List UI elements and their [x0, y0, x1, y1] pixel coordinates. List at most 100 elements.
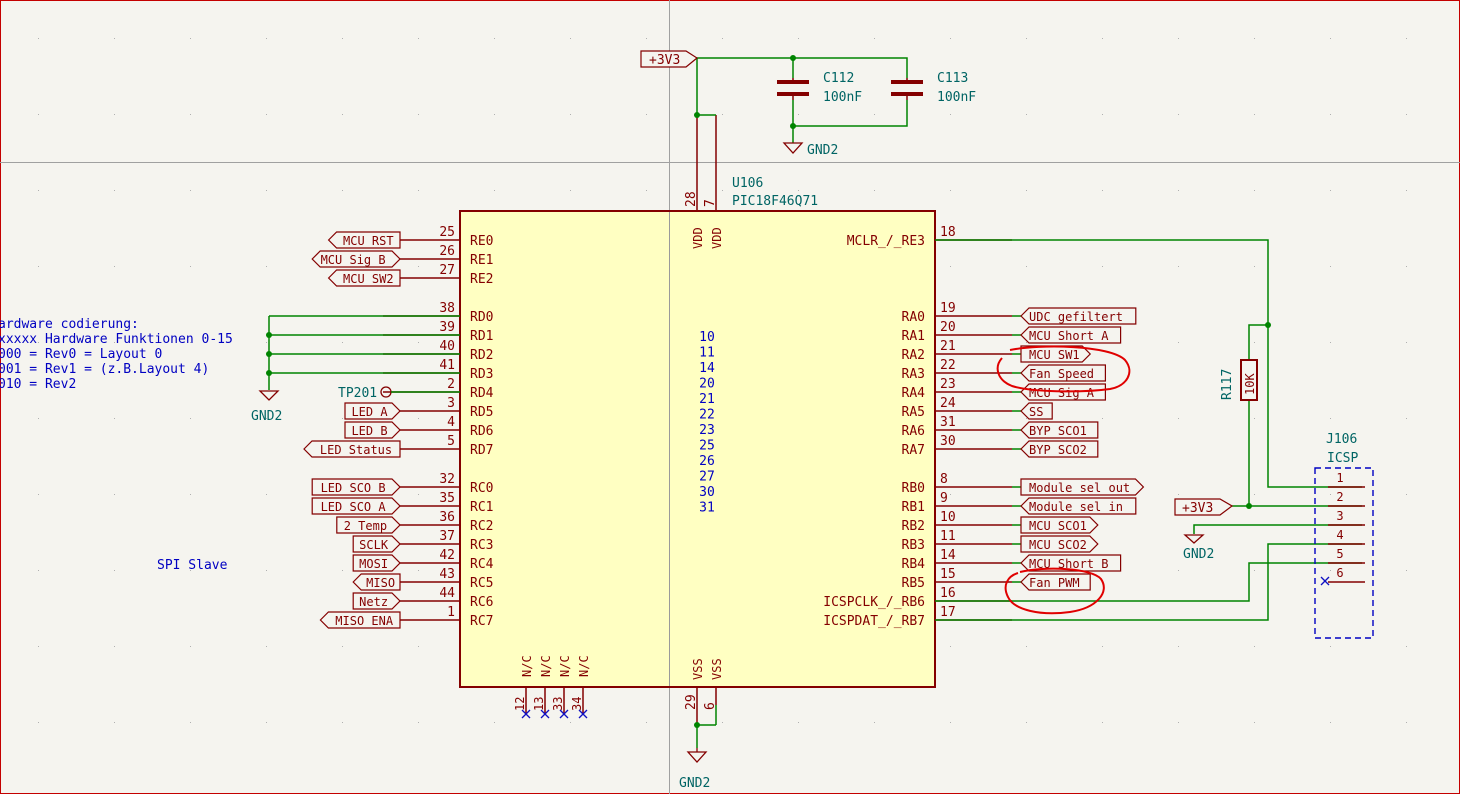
nc-pin[interactable]: N/C34 [570, 655, 591, 719]
power-label-top[interactable]: +3V3 [640, 50, 699, 68]
grid-dot [1026, 190, 1027, 191]
left-pin-name: RD0 [470, 310, 493, 325]
left-pin-name: RD5 [470, 405, 493, 420]
global-label-shape [311, 250, 401, 268]
grid-dot [646, 114, 647, 115]
global-label-text: LED SCO A [321, 500, 387, 514]
global-label-shape [1020, 478, 1145, 496]
global-label-shape [1020, 535, 1099, 553]
global-label-text: LED A [351, 405, 388, 419]
gnd-symbol-bottom[interactable]: GND2 [679, 748, 710, 791]
right-pin-number: 14 [940, 548, 956, 563]
grid-dot [1254, 722, 1255, 723]
grid-dot [190, 570, 191, 571]
grid-dot [570, 38, 571, 39]
nc-pin[interactable]: N/C 13 [532, 655, 553, 719]
grid-dot [1330, 494, 1331, 495]
nc-pin[interactable]: N/C33 [551, 655, 572, 719]
grid-dot [1178, 646, 1179, 647]
capacitor-c112[interactable]: C112 100nF [777, 71, 862, 105]
connector-pin-number: 6 [1336, 566, 1343, 580]
grid-dot [38, 190, 39, 191]
gnd-symbol-rd[interactable]: GND2 [251, 390, 282, 424]
center-number: 22 [699, 408, 715, 423]
grid-dot [798, 114, 799, 115]
grid-dot [494, 722, 495, 723]
left-pin-number: 39 [439, 320, 455, 335]
rd-gnd-junctions [266, 332, 272, 376]
grid-dot [950, 342, 951, 343]
nc-pin-number: 13 [532, 697, 546, 711]
grid-dot [1406, 342, 1407, 343]
grid-dot [1102, 266, 1103, 267]
grid-dot [1254, 418, 1255, 419]
svg-text:010 = Rev2: 010 = Rev2 [0, 377, 76, 392]
center-number: 31 [699, 501, 715, 516]
grid-dot [1254, 342, 1255, 343]
grid-dot [570, 114, 571, 115]
global-label-shape [1020, 440, 1099, 458]
grid-dot [494, 114, 495, 115]
svg-text:TP201: TP201 [338, 386, 377, 401]
right-pin-number: 23 [940, 377, 956, 392]
svg-text:+3V3: +3V3 [1182, 501, 1213, 516]
power-wires [696, 57, 908, 748]
testpoint-tp201[interactable]: TP201 [338, 386, 460, 401]
right-pin-name: RB5 [902, 576, 925, 591]
vss-pins: 29 6 VSS VSS [684, 658, 724, 725]
resistor-r117[interactable]: 10K R117 [1220, 359, 1258, 401]
connector-pin-number: 3 [1336, 509, 1343, 523]
left-pin-number: 27 [439, 263, 455, 278]
nc-pin-name: N/C [539, 655, 553, 677]
grid-dot [1406, 190, 1407, 191]
power-label-icsp[interactable]: +3V3 [1174, 498, 1234, 516]
gnd-symbol-icsp[interactable]: GND2 [1183, 534, 1214, 562]
icsp-junctions [1246, 322, 1271, 509]
grid-dot [38, 38, 39, 39]
global-label-text: Module_sel_in [1029, 500, 1123, 514]
j106-ref: J106 [1326, 432, 1357, 447]
grid-dot [342, 342, 343, 343]
nc-pin[interactable]: N/C12 [513, 655, 534, 719]
nc-pin-name: N/C [577, 655, 591, 677]
grid-dot [38, 114, 39, 115]
r117-ref: R117 [1220, 369, 1235, 400]
grid-dot [1178, 266, 1179, 267]
capacitor-c113[interactable]: C113 100nF [891, 71, 976, 105]
left-pin-number: 35 [439, 491, 455, 506]
right-pin-name: ICSPDAT_/_RB7 [823, 614, 925, 629]
grid-dot [266, 342, 267, 343]
svg-text:+3V3: +3V3 [649, 53, 680, 68]
left-pin-name: RD7 [470, 443, 493, 458]
gnd-symbol-caps[interactable]: GND2 [782, 142, 838, 158]
center-number: 20 [699, 377, 715, 392]
